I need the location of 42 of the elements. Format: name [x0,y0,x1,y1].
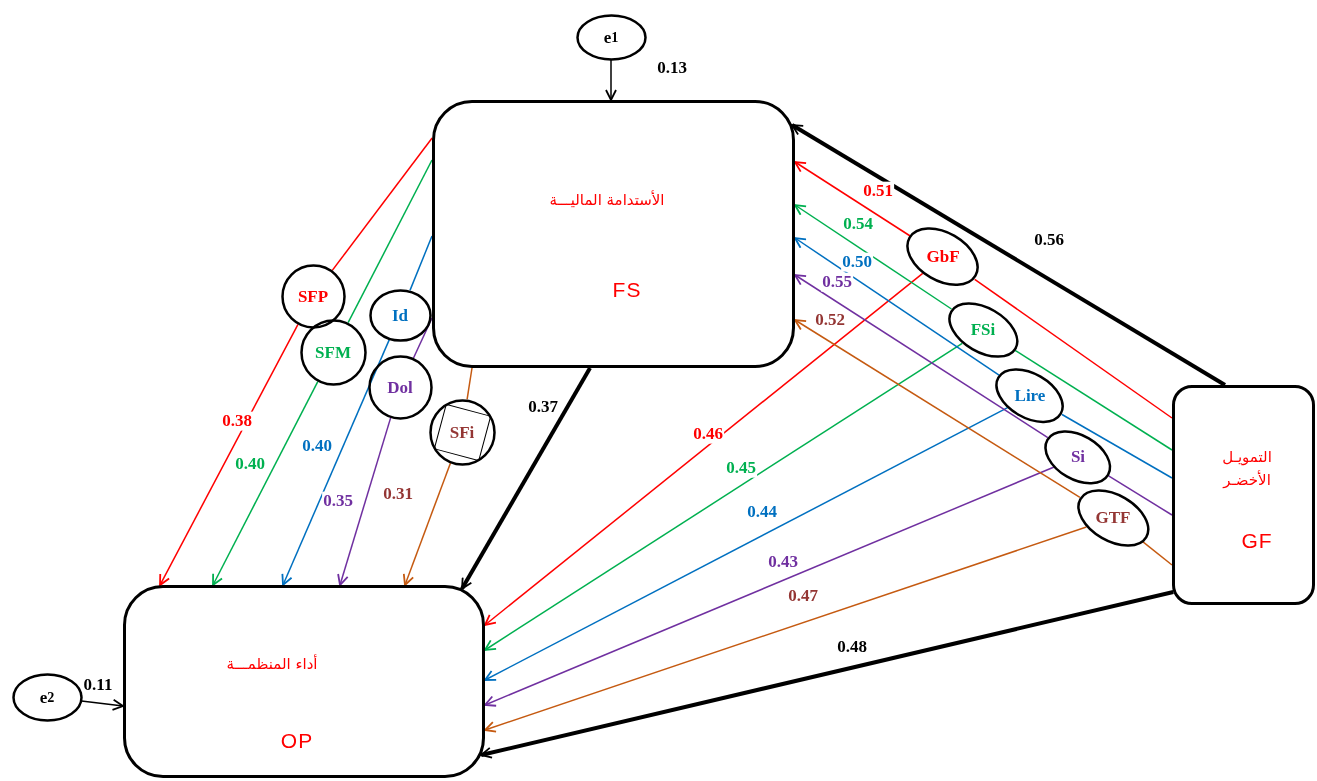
construct-title: الأستدامة الماليـــة [549,189,665,211]
variable-ellipse: GTF [1076,488,1150,547]
arrow [80,698,124,711]
construct-code: FS [612,278,642,302]
arrow [794,161,911,237]
arrow [794,204,953,310]
construct-box [123,585,485,778]
variable-circle: SFi [428,398,496,466]
variable-ellipse: Lire [995,368,1065,424]
arrow [484,272,924,626]
edge-label: 0.50 [841,252,873,272]
arrow [484,526,1088,733]
construct-code: OP [280,729,314,753]
arrow [794,237,1001,377]
arrow [794,274,1049,439]
variable-ellipse: Si [1044,429,1112,485]
construct-box [1172,385,1315,605]
edge-label: 0.38 [221,411,253,431]
arrow [212,380,319,586]
variable-circle: SFM [299,318,367,386]
construct-box [432,100,795,368]
variable-circle: SFP [280,263,346,329]
arrow [484,342,963,651]
variable-circle: Id [368,288,432,342]
arrow [605,59,617,101]
arrow [794,319,1081,499]
arrow [484,466,1055,707]
construct-code: GF [1241,529,1273,553]
arrow [402,462,452,586]
variable-ellipse: FSi [947,301,1019,359]
arrow [480,590,1174,759]
arrow [281,338,391,586]
arrow [460,367,592,590]
arrow [791,123,1227,387]
variable-circle: Dol [367,354,433,420]
variable-ellipse: GbF [906,227,980,287]
construct-title: التمويـل الأخضـر [1221,446,1273,491]
edge-label: 0.55 [821,272,853,292]
arrow [484,406,1009,681]
arrow [159,323,299,586]
construct-title: أداء المنظمـــة [226,653,318,675]
arrow [337,416,392,586]
